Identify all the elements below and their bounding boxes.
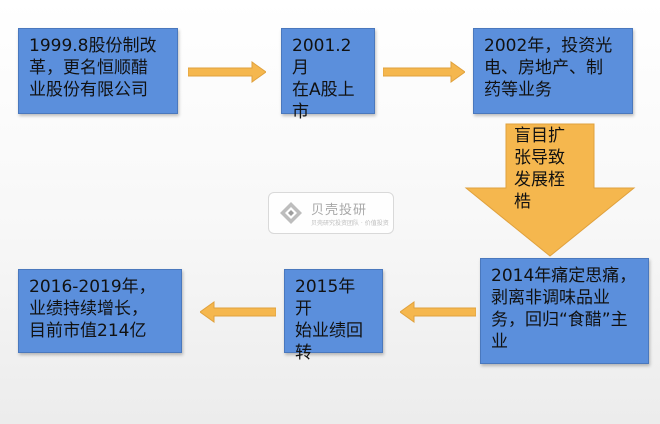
watermark-brand: 贝壳投研	[311, 203, 368, 218]
watermark: 贝壳投研 贝壳研究投资团队 · 价值投资	[268, 192, 394, 234]
step-5-box: 2015年开 始业绩回 转	[284, 269, 383, 363]
down-arrow-label: 盲目扩 张导致 发展桎 梏	[514, 126, 565, 212]
arrow-right-1-icon	[188, 61, 266, 83]
arrow-left-2-icon	[200, 301, 276, 323]
arrow-right-2-icon	[383, 61, 465, 83]
step-6-box: 2016-2019年， 业绩持续增长， 目前市值214亿	[18, 269, 182, 353]
watermark-tagline: 贝壳研究投资团队 · 价值投资	[311, 220, 389, 227]
shell-logo-icon	[280, 202, 302, 224]
arrow-left-1-icon	[400, 301, 476, 323]
step-3-box: 2002年，投资光 电、房地产、制 药等业务	[473, 28, 633, 114]
step-2-box: 2001.2月 在A股上 市	[281, 28, 375, 122]
step-4-box: 2014年痛定思痛， 剥离非调味品业 务，回归“食醋”主 业	[480, 258, 649, 364]
step-1-box: 1999.8股份制改 革，更名恒顺醋 业股份有限公司	[18, 28, 178, 114]
arrow-down-icon	[464, 123, 636, 257]
